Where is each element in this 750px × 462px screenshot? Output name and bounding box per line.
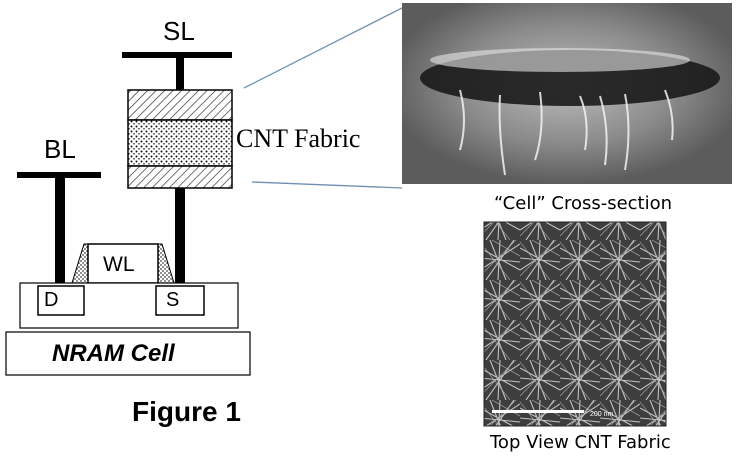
- source-region: [155, 285, 205, 316]
- source-label: S: [166, 289, 180, 311]
- top-view-image: [483, 221, 667, 427]
- scale-bar: [492, 410, 584, 413]
- nram-cell-box: [5, 331, 251, 376]
- nram-cell-label: NRAM Cell: [52, 340, 175, 367]
- cross-section-image: [402, 3, 732, 184]
- sl-label: SL: [163, 16, 195, 46]
- wl-label: WL: [103, 253, 135, 276]
- source-contact-line: [175, 188, 185, 288]
- sl-bar: [122, 52, 232, 58]
- cross-section-caption: “Cell” Cross-section: [494, 193, 673, 214]
- cnt-fabric-layer: [127, 119, 233, 167]
- sl-stem: [176, 58, 184, 90]
- drain-contact-line: [55, 178, 65, 288]
- drain-region: [37, 285, 85, 316]
- bottom-electrode: [127, 165, 233, 189]
- cnt-fabric-label: CNT Fabric: [236, 124, 361, 153]
- wl-gate: [87, 243, 159, 284]
- scale-bar-label: 200 nm: [590, 411, 614, 418]
- zoom-line-top: [243, 7, 403, 89]
- drain-label: D: [44, 289, 59, 311]
- top-view-caption: Top View CNT Fabric: [490, 432, 671, 453]
- figure-label: Figure 1: [132, 396, 241, 427]
- zoom-line-bottom: [251, 181, 403, 189]
- bl-label: BL: [44, 134, 76, 164]
- top-electrode: [127, 89, 233, 121]
- bl-bar: [17, 172, 101, 178]
